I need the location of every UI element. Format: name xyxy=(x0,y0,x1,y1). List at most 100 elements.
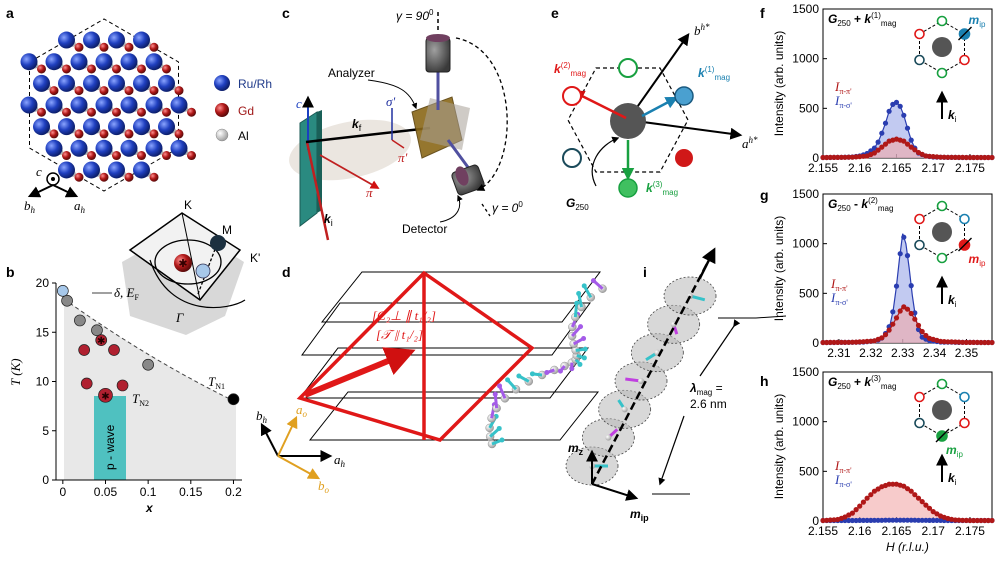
spin-head-d xyxy=(529,371,535,377)
x-tick-label: 2.33 xyxy=(891,346,915,360)
gd-atom xyxy=(74,86,84,96)
crystal-lattice xyxy=(20,18,196,192)
data-point xyxy=(857,517,863,524)
data-point xyxy=(875,147,881,153)
i-lambda-label: λmag = xyxy=(689,381,723,397)
data-point xyxy=(882,120,889,126)
spin-head-d xyxy=(581,355,587,361)
data-point xyxy=(868,492,874,498)
gd-atom xyxy=(124,86,134,96)
data-point xyxy=(915,322,922,328)
chart-title: G250 + k(1)mag xyxy=(828,11,896,28)
data-point xyxy=(989,339,995,346)
data-point xyxy=(879,517,885,523)
e-bh-label: bh* xyxy=(694,22,710,38)
gd-atom xyxy=(149,129,159,139)
phase-point-tn2 xyxy=(116,379,129,392)
data-point xyxy=(960,154,966,160)
gd-atom xyxy=(112,151,121,161)
y-tick-label: 500 xyxy=(799,286,819,300)
gd-atom xyxy=(62,107,71,117)
data-point xyxy=(926,517,933,524)
y-tick-label: 1000 xyxy=(792,415,819,429)
bz-m-label: M xyxy=(222,223,232,237)
panel-d: d [C₂⊥ ∥ t₁/₂] [𝒯 ∥ t₁/₂] bh ah ao bo xyxy=(256,264,607,495)
data-point xyxy=(919,517,925,523)
data-point xyxy=(938,154,944,160)
data-point xyxy=(912,147,918,153)
data-point xyxy=(963,339,969,345)
data-point xyxy=(974,517,980,524)
data-point xyxy=(923,502,929,508)
data-point xyxy=(967,339,973,345)
data-point xyxy=(949,339,955,345)
ru-atom xyxy=(20,53,38,71)
gd-atom xyxy=(149,42,159,52)
panel-label-a: a xyxy=(6,5,14,21)
panel-label-e: e xyxy=(551,5,559,21)
spin-head-d xyxy=(557,368,563,374)
ru-atom xyxy=(108,31,125,49)
data-point xyxy=(893,283,900,289)
data-point xyxy=(875,139,881,145)
bz-gamma-label: Γ xyxy=(175,310,184,325)
data-point xyxy=(941,154,947,160)
sigma-prime-label: σ' xyxy=(386,94,395,109)
data-point xyxy=(846,154,852,160)
data-point xyxy=(890,517,896,523)
axes-a: c bh ah xyxy=(24,164,86,215)
y-tick-label: 1000 xyxy=(792,237,819,251)
data-point xyxy=(926,505,933,511)
data-point xyxy=(960,339,966,345)
panel-label-b: b xyxy=(6,264,15,280)
ru-atom xyxy=(120,139,138,157)
d-ah-label: ah xyxy=(334,452,346,469)
helix-atom xyxy=(638,378,644,384)
gd-atom xyxy=(74,172,84,182)
b-x-tick-label: 0.15 xyxy=(179,485,203,499)
ru-atom xyxy=(158,118,175,136)
kf-label-c: kf xyxy=(352,117,362,133)
data-point xyxy=(827,339,833,345)
data-point xyxy=(908,144,914,150)
data-point xyxy=(893,517,900,523)
d-bh-label: bh xyxy=(256,408,268,425)
ru-atom xyxy=(145,139,163,157)
panel-i: i mz mip λmag = 2.6 nm xyxy=(565,247,787,523)
legend-pi-sigma: Iπ-σ' xyxy=(834,93,852,110)
gd-atom xyxy=(137,64,146,74)
spin-head-d xyxy=(581,283,587,289)
gd-atom xyxy=(99,129,109,139)
data-point xyxy=(934,517,940,524)
data-point xyxy=(904,306,911,312)
gd-atom xyxy=(62,64,71,74)
chart-title: G250 - k(2)mag xyxy=(828,196,893,213)
data-point xyxy=(901,517,907,523)
legend-pi-sigma: Iπ-σ' xyxy=(834,472,852,489)
data-point xyxy=(831,154,837,160)
phase-point-gd xyxy=(95,334,108,346)
data-point xyxy=(904,517,911,523)
b-x-tick-label: 0.05 xyxy=(94,485,118,499)
gd-atom xyxy=(74,129,84,139)
data-point xyxy=(971,339,977,345)
axis-ah-label: ah xyxy=(74,198,86,215)
gd-atom xyxy=(87,151,96,161)
data-point xyxy=(886,481,892,487)
panel-label-i: i xyxy=(643,264,647,280)
phase-point-tn2 xyxy=(80,377,93,390)
inset-reflection xyxy=(959,54,970,66)
gd-atom xyxy=(124,129,134,139)
axis-bh-label: bh xyxy=(24,198,36,215)
y-axis-label: Intensity (arb. units) xyxy=(772,31,786,136)
series-area xyxy=(823,306,992,343)
data-point xyxy=(897,103,903,109)
ru-atom xyxy=(58,74,75,92)
data-point xyxy=(952,154,958,160)
data-point xyxy=(912,517,918,523)
ru-atom xyxy=(83,74,100,92)
data-point xyxy=(827,154,833,160)
y-tick-label: 500 xyxy=(799,464,819,478)
panel-label-h: h xyxy=(760,373,769,389)
